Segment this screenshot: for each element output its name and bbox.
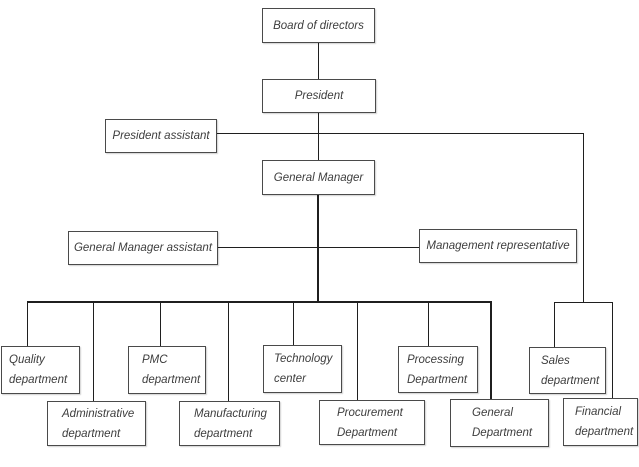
connector-president-assistant-horizontal: [217, 133, 583, 134]
org-node-label: Quality: [9, 354, 45, 366]
org-node-label: department: [62, 427, 121, 440]
org-node-label: department: [142, 374, 201, 386]
org-node-pmc-department: PMC department: [128, 346, 206, 394]
org-node-administrative-department: Administrative department: [47, 401, 146, 446]
org-node-sales-department: Sales department: [529, 347, 606, 394]
connector-sales-financial-horizontal: [554, 302, 613, 303]
org-node-quality-department: Quality department: [1, 346, 80, 394]
connector-general-manager-trunk: [317, 195, 319, 302]
org-node-president: President: [262, 79, 376, 113]
org-node-processing-department: Processing Department: [398, 346, 478, 393]
org-node-label: Financial: [575, 406, 622, 418]
org-node-procurement-department: Procurement Department: [319, 400, 425, 445]
connector-drop-administrative: [93, 301, 94, 401]
connector-right-branch-vertical: [583, 133, 584, 303]
org-node-label: General: [472, 407, 513, 419]
connector-president-to-general-manager: [318, 113, 319, 160]
connector-board-to-president: [318, 43, 319, 79]
org-node-technology-center: Technology center: [263, 345, 342, 393]
org-node-label: department: [575, 426, 634, 438]
connector-drop-processing: [428, 301, 429, 346]
org-node-label: department: [541, 374, 600, 387]
org-node-label: Technology: [274, 353, 333, 365]
org-node-label: General Manager assistant: [73, 242, 213, 254]
org-node-label: department: [194, 427, 253, 440]
org-node-label: Management representative: [426, 240, 570, 252]
org-node-label: Administrative: [62, 407, 135, 420]
connector-departments-bus-horizontal: [27, 301, 492, 303]
connector-drop-procurement: [357, 301, 358, 400]
org-node-label: Board of directors: [273, 19, 364, 32]
org-node-label: Department: [407, 373, 468, 386]
org-node-label: Procurement: [337, 406, 403, 419]
connector-drop-pmc: [160, 301, 161, 346]
connector-drop-sales: [554, 302, 555, 347]
connector-drop-manufacturing: [228, 301, 229, 401]
org-node-label: department: [9, 374, 68, 386]
connector-drop-technology: [293, 301, 294, 345]
org-node-board-of-directors: Board of directors: [262, 8, 375, 43]
org-node-label: Manufacturing: [194, 407, 267, 420]
connector-drop-quality: [27, 301, 28, 346]
org-node-label: Sales: [541, 354, 570, 367]
org-node-label: center: [274, 373, 306, 385]
org-node-label: Processing: [407, 353, 464, 366]
connector-drop-general-department: [490, 301, 492, 399]
org-node-label: Department: [472, 427, 533, 439]
org-node-general-department: General Department: [450, 399, 549, 447]
org-node-financial-department: Financial department: [563, 398, 638, 446]
org-node-label: President assistant: [112, 130, 210, 142]
org-node-label: President: [294, 90, 344, 102]
org-node-general-manager-assistant: General Manager assistant: [68, 231, 218, 265]
org-node-label: PMC: [142, 354, 168, 366]
org-node-manufacturing-department: Manufacturing department: [179, 401, 280, 446]
org-node-management-representative: Management representative: [419, 229, 577, 263]
org-node-general-manager: General Manager: [262, 160, 375, 195]
org-node-label: General Manager: [273, 171, 364, 184]
connector-drop-financial: [612, 302, 613, 398]
org-node-president-assistant: President assistant: [105, 119, 217, 153]
connector-assistants-row-horizontal: [218, 247, 419, 248]
org-node-label: Department: [337, 426, 398, 439]
